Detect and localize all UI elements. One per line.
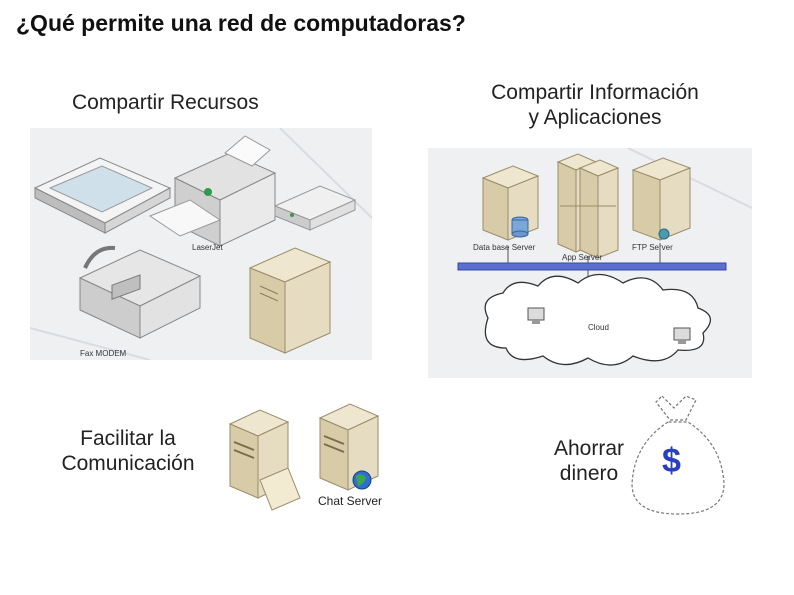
database-server-label: Data base Server <box>473 243 536 252</box>
chat-server-icon <box>318 403 380 491</box>
app-server-icon: App Server <box>556 153 620 262</box>
communication-label-line1: Facilitar la <box>80 427 176 450</box>
resources-image: LaserJet Fax MODEM <box>30 128 372 360</box>
mail-server-icon <box>228 409 301 511</box>
database-server-icon: Data base Server <box>473 165 540 252</box>
info-label-line2: y Aplicaciones <box>528 106 662 130</box>
info-label-line1: Compartir Información <box>491 81 699 104</box>
savings-label-line2: dinero <box>559 462 619 486</box>
computer-icon <box>673 327 691 344</box>
modem-icon <box>273 185 357 231</box>
savings-caption: Ahorrar dinero <box>540 436 638 486</box>
info-caption: Compartir Información y Aplicaciones <box>440 80 750 130</box>
app-server-label: App Server <box>562 253 602 262</box>
communication-label-line2: Comunicación <box>61 452 195 476</box>
printer-icon: LaserJet <box>148 135 277 252</box>
fax-icon: Fax MODEM <box>78 245 202 358</box>
dollar-symbol: $ <box>662 442 681 480</box>
cloud-label: Cloud <box>588 323 609 332</box>
money-bag-icon <box>631 395 725 515</box>
communication-image <box>226 402 396 514</box>
info-image: Data base Server App Server FTP Server <box>428 148 752 378</box>
fax-label: Fax MODEM <box>80 349 127 358</box>
money-bag-image: $ <box>626 392 730 518</box>
computer-icon <box>527 307 545 324</box>
slide-title: ¿Qué permite una red de computadoras? <box>16 10 466 36</box>
printer-label: LaserJet <box>192 243 223 252</box>
scanner-icon <box>33 157 172 234</box>
savings-label-line1: Ahorrar <box>553 437 625 460</box>
server-icon <box>248 247 332 354</box>
ftp-server-icon: FTP Server <box>631 157 692 252</box>
resources-label: Compartir Recursos <box>72 91 259 114</box>
communication-caption: Facilitar la Comunicación <box>30 426 226 476</box>
chat-server-label: Chat Server <box>318 494 383 508</box>
resources-caption: Compartir Recursos <box>72 90 259 115</box>
cloud-icon: Cloud <box>484 273 711 366</box>
ftp-server-label: FTP Server <box>632 243 673 252</box>
globe-icon <box>352 470 372 490</box>
